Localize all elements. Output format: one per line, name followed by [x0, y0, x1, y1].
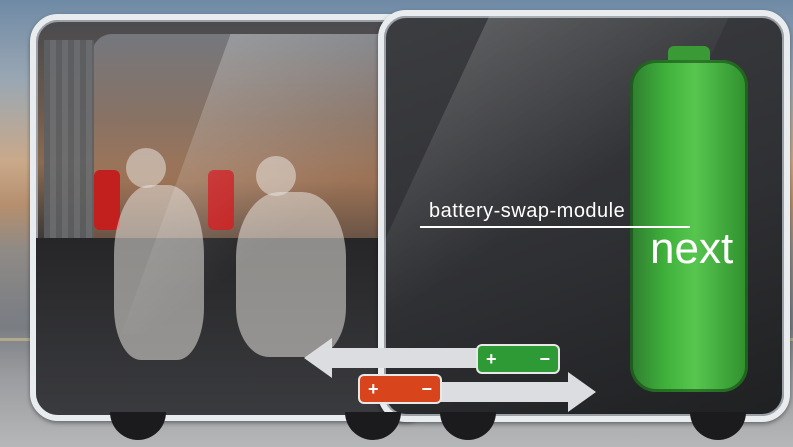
seat [94, 170, 120, 230]
brand-logo: next [650, 224, 733, 274]
plus-sign: + [486, 349, 497, 370]
arrow-left-icon [330, 348, 500, 368]
arrow-right-icon [440, 382, 570, 402]
minus-sign: − [421, 379, 432, 400]
passenger-silhouette [126, 148, 166, 188]
old-battery-cell: + − [360, 376, 440, 402]
module-label: battery-swap-module [429, 200, 625, 223]
minus-sign: − [539, 349, 550, 370]
new-battery-cell: + − [478, 346, 558, 372]
plus-sign: + [368, 379, 379, 400]
